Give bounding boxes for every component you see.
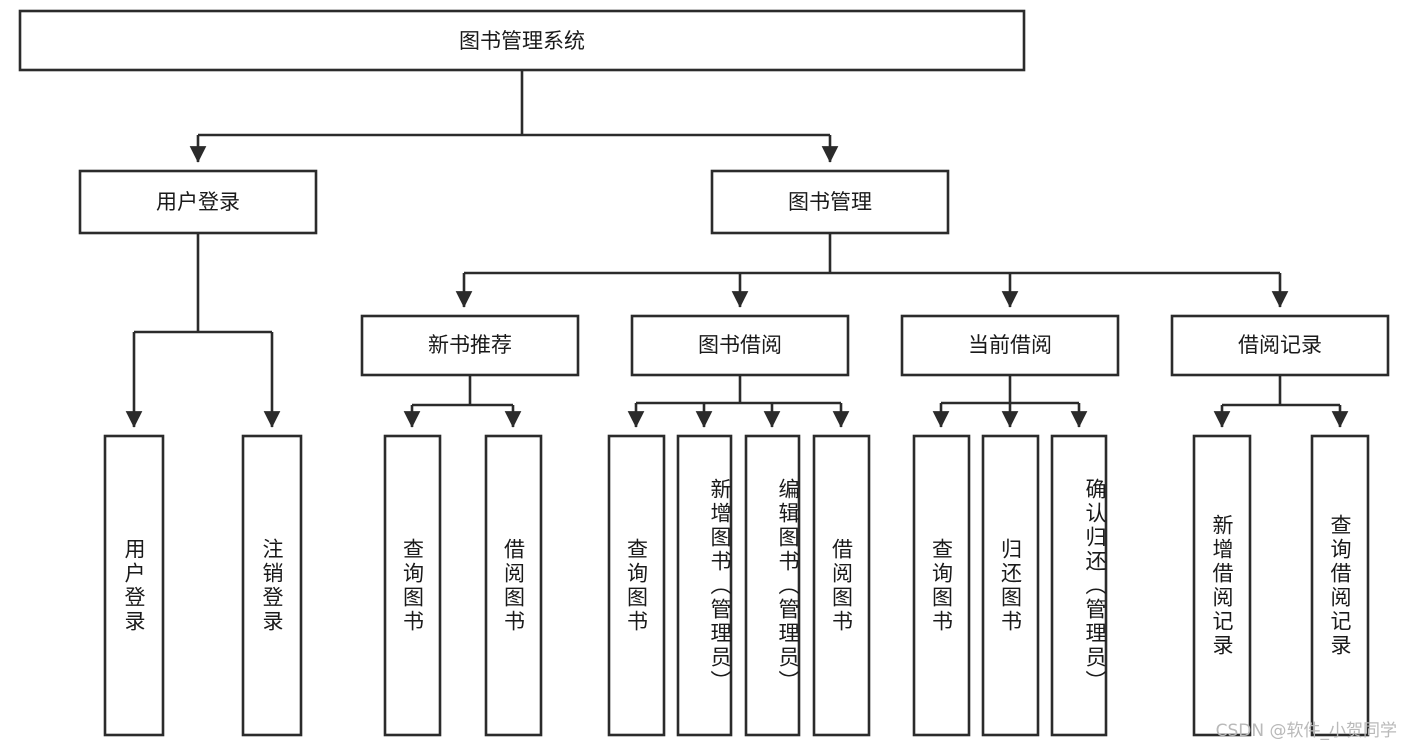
connector-root-to-level2 — [189, 70, 839, 163]
node-new-book-recommend[interactable]: 新书推荐 — [360, 314, 580, 377]
connector-currentborrow-to-leaves — [932, 375, 1088, 428]
leaf-box-query-record[interactable] — [1310, 434, 1370, 737]
node-root-label: 图书管理系统 — [459, 29, 585, 53]
node-book-borrow-label: 图书借阅 — [698, 333, 782, 357]
connector-newbook-to-leaves — [403, 375, 522, 428]
connector-bookborrow-to-leaves — [627, 375, 850, 428]
leaf-box-edit-book[interactable] — [744, 434, 801, 737]
leaf-box-borrow-book-2[interactable] — [812, 434, 871, 737]
connector-bookmanage-to-level3 — [455, 233, 1289, 308]
node-borrow-record-label: 借阅记录 — [1238, 333, 1322, 357]
connector-borrowrecord-to-leaves — [1213, 375, 1349, 428]
node-new-book-recommend-label: 新书推荐 — [428, 333, 512, 357]
leaf-box-add-book[interactable] — [676, 434, 733, 737]
node-user-login-label: 用户登录 — [156, 190, 240, 214]
leaf-box-user-login[interactable] — [103, 434, 165, 737]
node-root[interactable]: 图书管理系统 — [18, 9, 1026, 72]
node-current-borrow[interactable]: 当前借阅 — [900, 314, 1120, 377]
leaf-box-query-book-1[interactable] — [383, 434, 442, 737]
node-book-manage[interactable]: 图书管理 — [710, 169, 950, 235]
node-book-manage-label: 图书管理 — [788, 190, 872, 214]
leaf-box-confirm-return[interactable] — [1050, 434, 1108, 737]
watermark-text: CSDN @软件_小贺同学 — [1215, 721, 1397, 741]
node-book-borrow[interactable]: 图书借阅 — [630, 314, 850, 377]
connector-userlogin-to-leaves — [125, 233, 281, 428]
node-borrow-record[interactable]: 借阅记录 — [1170, 314, 1390, 377]
leaf-box-query-book-2[interactable] — [607, 434, 666, 737]
leaf-box-borrow-book-1[interactable] — [484, 434, 543, 737]
node-current-borrow-label: 当前借阅 — [968, 333, 1052, 357]
leaf-box-add-record[interactable] — [1192, 434, 1252, 737]
leaf-boxes — [103, 434, 1370, 737]
node-user-login[interactable]: 用户登录 — [78, 169, 318, 235]
leaf-box-query-book-3[interactable] — [912, 434, 971, 737]
leaf-box-logout-login[interactable] — [241, 434, 303, 737]
leaf-box-return-book[interactable] — [981, 434, 1040, 737]
